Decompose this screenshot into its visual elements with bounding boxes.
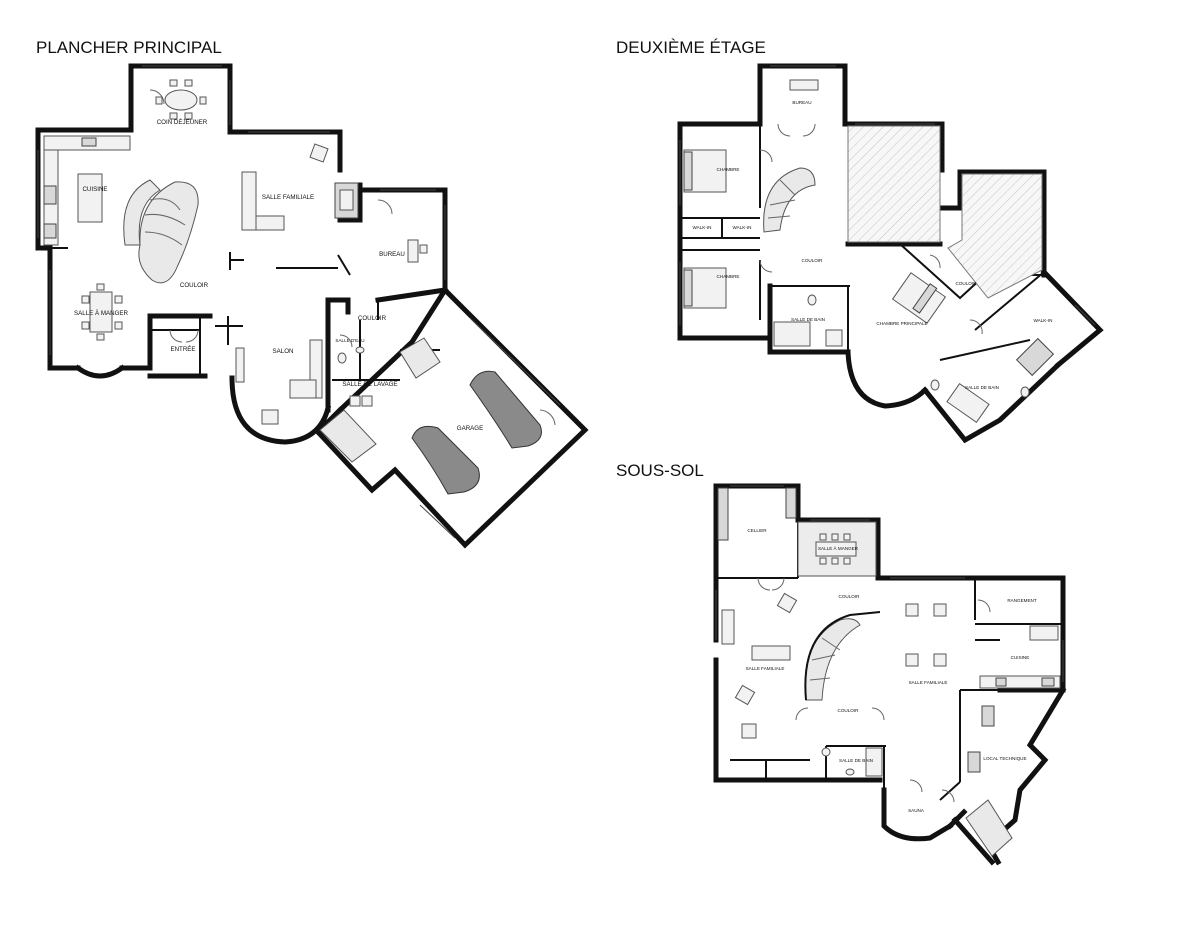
main-floor-doors (149, 89, 556, 426)
room-label: RANGEMENT (1007, 598, 1037, 603)
basement-kitchen-fixtures (979, 625, 1061, 689)
room-label: SALLE FAMILIALE (746, 666, 785, 671)
room-label: SALLE À MANGER (818, 545, 859, 551)
room-label: SALLE FAMILIALE (262, 194, 314, 201)
room-label: GARAGE (457, 425, 483, 432)
garage-contents (319, 337, 542, 495)
room-label: BUREAU (792, 100, 811, 105)
room-label: SALLE DE BAIN (839, 758, 873, 763)
room-label: WALK-IN (733, 225, 752, 230)
room-label: SALLE DE LAVAGE (342, 381, 397, 388)
basement-dining-table (815, 533, 857, 565)
room-label: COULOIR (802, 258, 824, 263)
breakfast-table (155, 79, 207, 120)
room-label: SALLE À MANGER (74, 310, 129, 317)
room-label: COULOIR (358, 315, 387, 322)
office-desk-second (789, 79, 819, 91)
main-floor-title: PLANCHER PRINCIPAL (36, 38, 222, 57)
second-floor-interior (680, 124, 1045, 361)
second-spiral-stair (763, 167, 816, 233)
office-furniture-main (407, 239, 428, 263)
main-spiral-stair (123, 179, 199, 284)
second-floor-title: DEUXIÈME ÉTAGE (616, 38, 766, 57)
basement-interior (716, 520, 1063, 801)
room-label: SALON (273, 348, 294, 355)
room-label: CELLIER (747, 528, 767, 533)
room-label: LOCAL TECHNIQUE (983, 756, 1026, 761)
room-label: COULOIR (956, 281, 978, 286)
dining-table-main (81, 283, 123, 341)
basement-walls (713, 483, 1067, 866)
basement-tech-bath (821, 705, 1013, 857)
basement-plan: SOUS-SOL (616, 461, 1067, 866)
basement-spiral-stair (804, 611, 881, 701)
room-label: CHAMBRE (717, 274, 740, 279)
living-room-furniture (235, 339, 323, 425)
basement-doors (757, 577, 991, 803)
open-to-below-1 (847, 125, 941, 243)
room-label: COULOIR (180, 282, 209, 289)
room-label: SALLE DE BAIN (965, 385, 999, 390)
second-floor-plan: DEUXIÈME ÉTAGE (616, 38, 1104, 444)
basement-family-furniture (721, 592, 947, 739)
room-label: SALLE D'EAU (335, 338, 364, 343)
second-floor-windows (679, 65, 1096, 326)
main-floor-plan: PLANCHER PRINCIPAL (35, 38, 589, 549)
basement-room-labels: CELLIER SALLE À MANGER COULOIR RANGEMENT… (746, 528, 1037, 813)
open-to-below-2 (947, 173, 1043, 299)
room-label: COULOIR (839, 594, 861, 599)
second-floor-beds (683, 149, 947, 324)
main-room-labels: COIN DÉJEUNER CUISINE SALLE FAMILIALE BU… (74, 119, 483, 432)
kitchen-fixtures (43, 135, 131, 246)
basement-windows (715, 485, 1064, 682)
room-label: WALK-IN (1034, 318, 1053, 323)
room-label: CHAMBRE PRINCIPALE (876, 321, 927, 326)
main-floor-windows (37, 65, 561, 539)
powder-laundry-fixtures (337, 346, 373, 407)
family-room-furniture (241, 143, 359, 231)
room-label: SALLE FAMILIALE (909, 680, 948, 685)
room-label: BUREAU (379, 251, 405, 258)
room-label: COULOIR (838, 708, 860, 713)
room-label: CUISINE (1011, 655, 1030, 660)
second-floor-bath-fixtures (773, 294, 1055, 424)
second-floor-doors (759, 123, 983, 335)
room-label: CHAMBRE (717, 167, 740, 172)
basement-title: SOUS-SOL (616, 461, 704, 480)
room-label: COIN DÉJEUNER (157, 119, 208, 126)
room-label: WALK-IN (693, 225, 712, 230)
room-label: SALLE DE BAIN (791, 317, 825, 322)
room-label: ENTRÉE (170, 346, 195, 353)
room-label: CUISINE (82, 186, 107, 193)
second-room-labels: BUREAU CHAMBRE WALK-IN WALK-IN CHAMBRE C… (693, 100, 1053, 390)
room-label: SAUNA (908, 808, 925, 813)
